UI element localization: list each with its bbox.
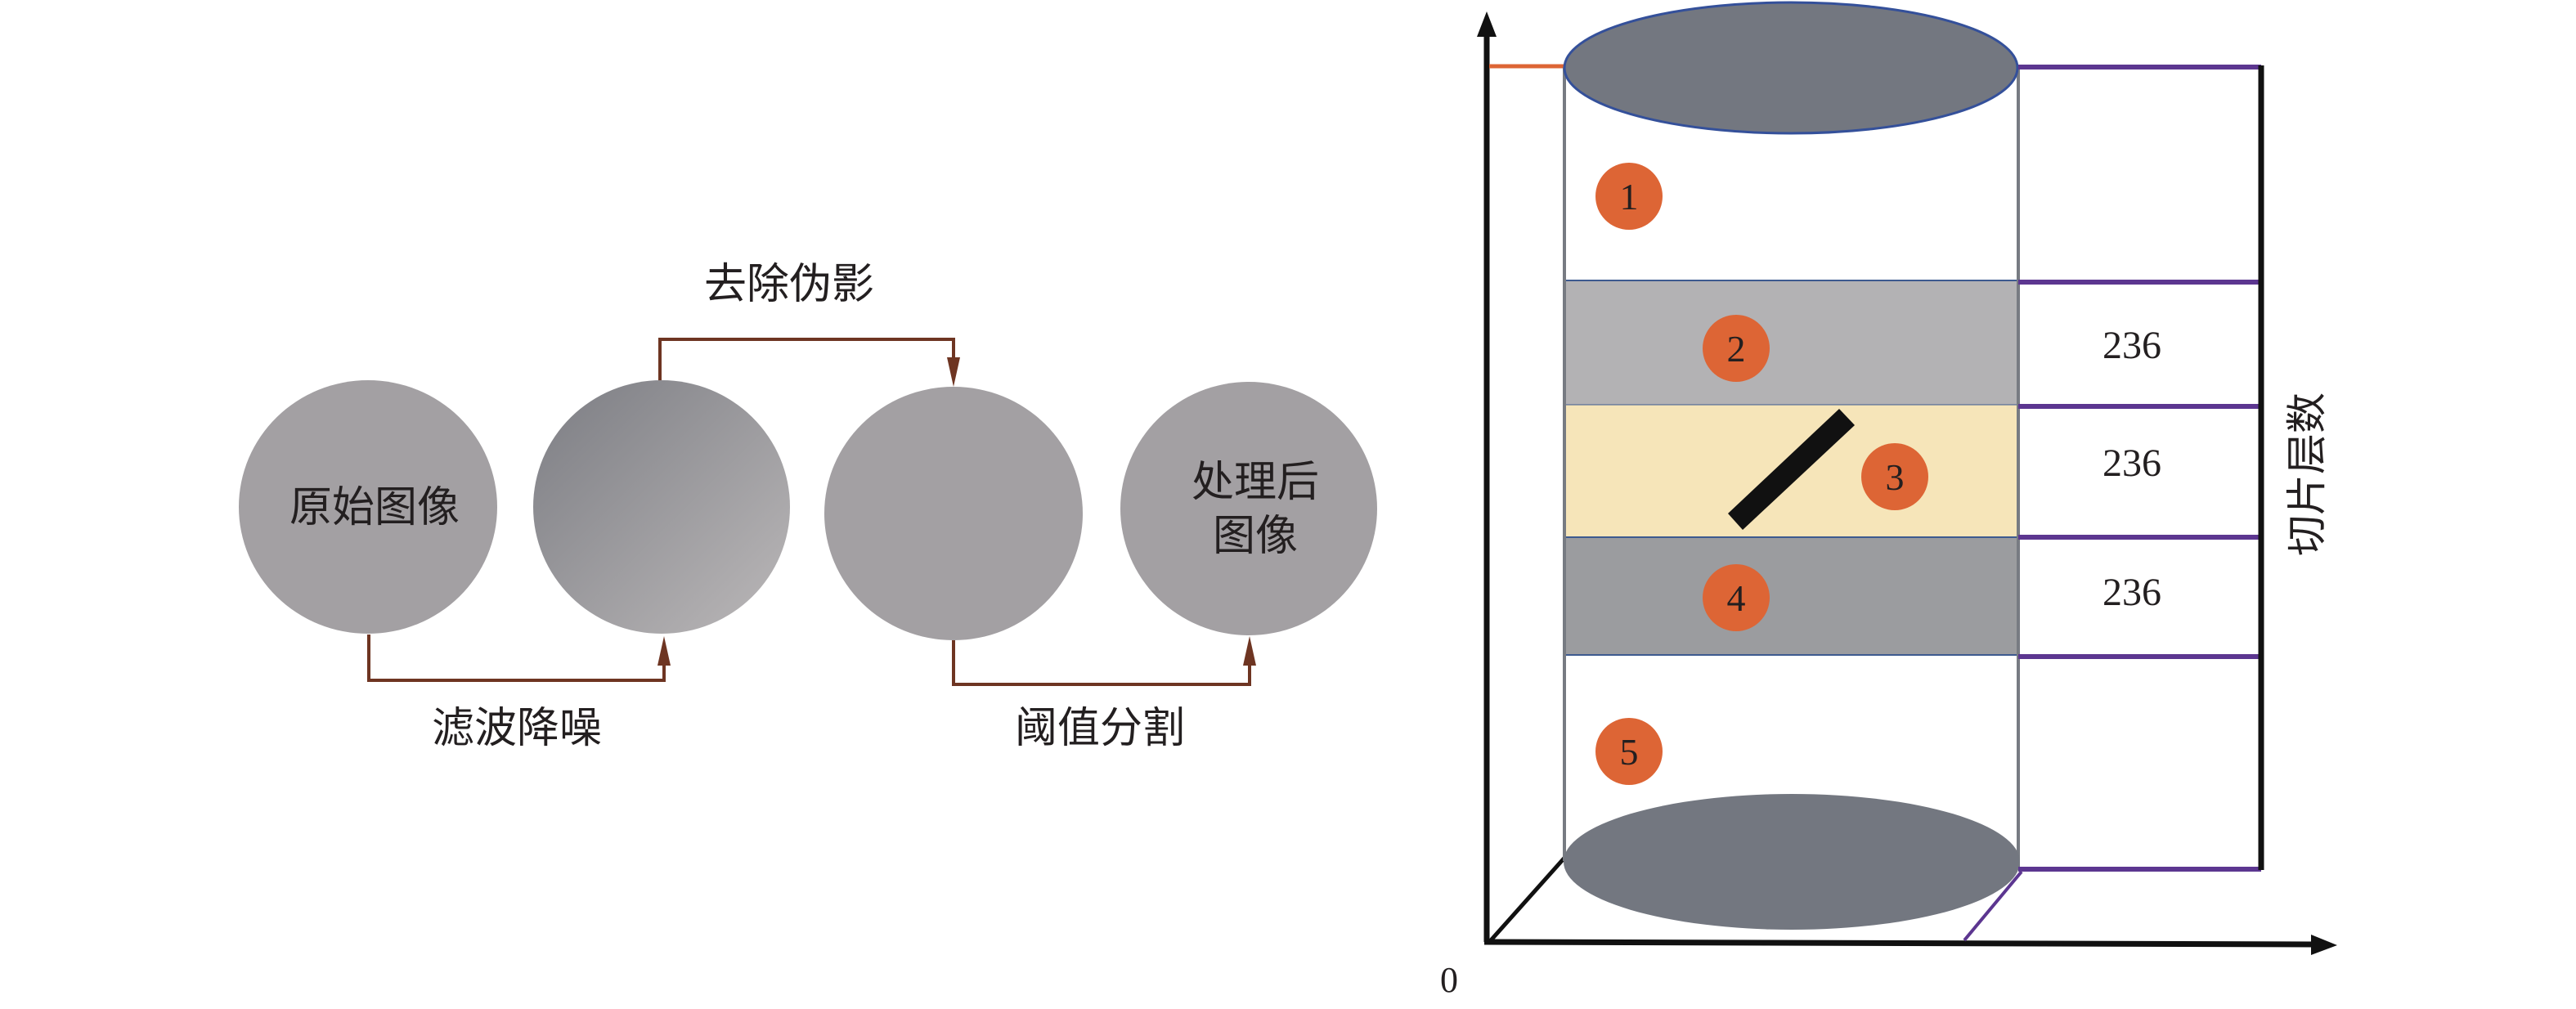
marker-number: 5 xyxy=(1620,731,1639,773)
y-axis-arrow-icon xyxy=(1477,11,1497,37)
connector-arrow-icon xyxy=(657,636,671,666)
workflow-step-2 xyxy=(658,338,960,387)
node-label: 图像 xyxy=(1213,512,1298,561)
cylinder-top-cap xyxy=(1563,1,2019,135)
region-marker-2: 2 xyxy=(1703,315,1770,382)
x-axis xyxy=(1483,939,2315,948)
node-label: 处理后 xyxy=(1192,458,1319,507)
marker-circle xyxy=(1861,443,1928,510)
workflow-node-original: 原始图像 xyxy=(239,380,497,634)
cylinder-bottom-cap xyxy=(1564,794,2020,930)
workflow-step-1 xyxy=(367,635,671,682)
connector-arrow-icon xyxy=(947,357,960,387)
base-diagonal xyxy=(1963,870,2023,942)
node-circle xyxy=(239,380,497,634)
z-axis-diagonal xyxy=(1489,855,1567,942)
workflow-step-3 xyxy=(952,636,1256,686)
slice-diagram: 0 1 2 3 4 5 236 236 236 切片层数 xyxy=(1440,1,2337,1000)
region-markers: 1 2 3 4 5 xyxy=(1595,163,1928,785)
marker-number: 3 xyxy=(1886,456,1905,498)
node-circle xyxy=(533,380,790,634)
marker-number: 1 xyxy=(1620,176,1639,217)
node-circle xyxy=(824,387,1083,640)
region-2-band xyxy=(1564,280,2018,405)
step-label: 滤波降噪 xyxy=(432,704,602,753)
connector-line xyxy=(658,338,955,381)
connector-arrow-icon xyxy=(1243,636,1256,666)
connector-line xyxy=(952,640,1251,686)
origin-label: 0 xyxy=(1440,960,1458,1000)
connector-line xyxy=(367,635,666,682)
slice-count-value: 236 xyxy=(2103,571,2161,614)
x-axis-arrow-icon xyxy=(2311,935,2337,955)
region-marker-1: 1 xyxy=(1595,163,1663,230)
workflow-node-denoised xyxy=(533,380,790,634)
marker-circle xyxy=(1595,718,1663,785)
marker-number: 2 xyxy=(1727,328,1746,370)
node-circle xyxy=(1120,382,1377,635)
region-4-band xyxy=(1564,537,2018,655)
region-marker-4: 4 xyxy=(1703,564,1770,631)
marker-circle xyxy=(1703,564,1770,631)
marker-circle xyxy=(1595,163,1663,230)
slice-bracket xyxy=(2018,65,2261,872)
marker-number: 4 xyxy=(1727,577,1746,619)
region-marker-5: 5 xyxy=(1595,718,1663,785)
step-label: 去除伪影 xyxy=(704,260,874,309)
slice-count-axis-label: 切片层数 xyxy=(2283,392,2331,556)
slice-count-value: 236 xyxy=(2103,324,2161,367)
marker-circle xyxy=(1703,315,1770,382)
workflow-node-artifact_removed xyxy=(824,387,1083,640)
step-label: 阈值分割 xyxy=(1015,704,1185,753)
node-label: 原始图像 xyxy=(289,483,460,532)
slice-counts: 236 236 236 xyxy=(2103,324,2161,614)
workflow-connectors xyxy=(367,338,1256,686)
slice-count-value: 236 xyxy=(2103,442,2161,485)
region-marker-3: 3 xyxy=(1861,443,1928,510)
lesion-bar xyxy=(1728,409,1855,530)
